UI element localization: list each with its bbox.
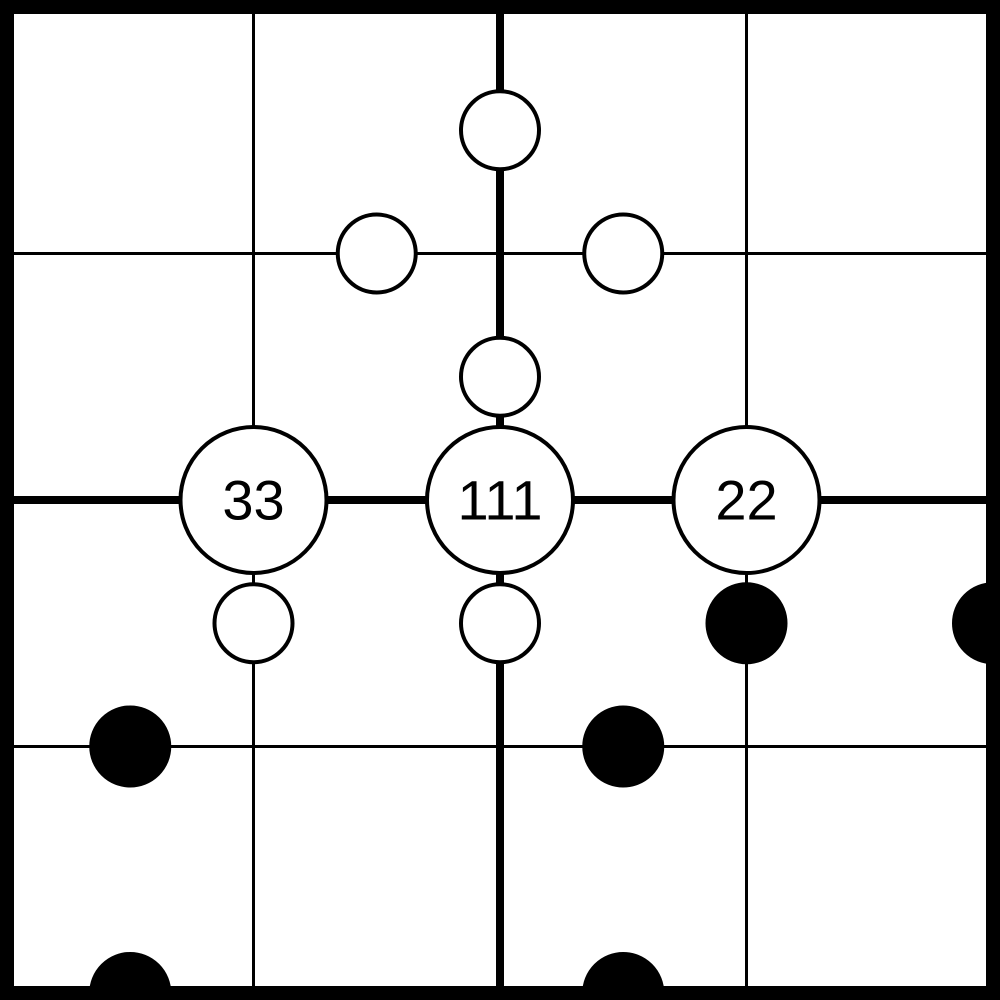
grid-cell[interactable] [7, 7, 254, 254]
kropki-dot-layer [89, 89, 1000, 1000]
quadruple-clue: 22 [671, 425, 822, 575]
quadruple-clue-text: 33 [222, 469, 284, 532]
black-kropki-dot [582, 952, 665, 1000]
black-kropki-dot [705, 582, 788, 665]
quadruple-clue: 111 [425, 425, 575, 575]
quadruple-clue-circle [425, 425, 575, 575]
quadruple-clue-circle [671, 425, 822, 575]
white-kropki-dot [459, 335, 541, 418]
black-kropki-dot [89, 705, 172, 788]
grid-cell[interactable] [746, 746, 994, 994]
black-kropki-dot [582, 705, 665, 788]
grid-cell[interactable] [746, 7, 994, 254]
black-kropki-dot [952, 582, 1000, 665]
white-kropki-dot [335, 212, 418, 295]
quadruple-clue-layer: 33 111 22 [178, 425, 822, 575]
grid-cell[interactable] [500, 7, 747, 254]
grid-cell[interactable] [500, 746, 747, 994]
quadruple-clue: 33 [178, 425, 329, 575]
white-kropki-dot [459, 89, 541, 172]
grid-cell[interactable] [7, 746, 254, 994]
quadruple-clue-circle [178, 425, 329, 575]
quadruple-clue-text: 111 [457, 469, 542, 532]
cell-layer [7, 7, 993, 993]
grid-cell[interactable] [253, 7, 501, 254]
black-kropki-dot [89, 952, 172, 1000]
grid-cell[interactable] [253, 746, 501, 994]
white-kropki-dot [459, 582, 541, 665]
white-kropki-dot [582, 212, 665, 295]
quadruple-clue-text: 22 [715, 469, 777, 532]
white-kropki-dot [212, 582, 295, 665]
